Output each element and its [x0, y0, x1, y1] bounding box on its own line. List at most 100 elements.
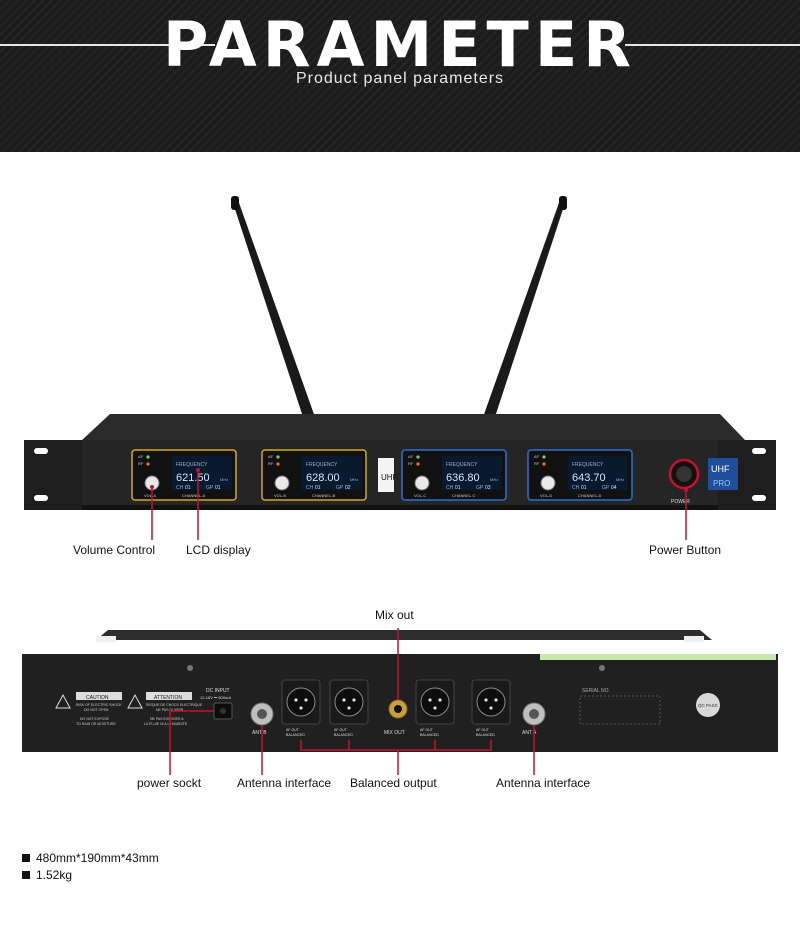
spec-dimensions-text: 480mm*190mm*43mm — [36, 851, 159, 865]
xlr-output-4-icon[interactable] — [476, 687, 506, 717]
rf-led-icon — [146, 462, 150, 466]
label-antenna-interface-right: Antenna interface — [496, 776, 591, 790]
bullet-square-icon — [22, 871, 30, 879]
title-rule-right — [625, 44, 800, 46]
gp-value: 04 — [611, 485, 617, 491]
af-label: AF — [268, 454, 274, 459]
ant-a-label: ANT A — [522, 730, 537, 736]
qc-pass-label: QC PASS — [698, 703, 718, 708]
mix-out-port-label: MIX OUT — [384, 730, 405, 736]
spec-weight: 1.52kg — [22, 868, 72, 882]
power-label: POWER — [671, 499, 690, 505]
ch-value: 01 — [185, 485, 191, 491]
warning-triangle-icon — [55, 693, 71, 709]
balanced-label: BALANCED — [420, 733, 439, 737]
gp-label: GP — [336, 485, 344, 491]
gp-value: 02 — [345, 485, 351, 491]
mhz-label: MHz — [490, 477, 498, 482]
af-label: AF — [534, 454, 540, 459]
attention-text-4: LA PLUIE NI A L'HUMIDITE — [144, 722, 188, 726]
antenna-right — [482, 196, 567, 420]
ch-value: 01 — [455, 485, 461, 491]
gp-label: GP — [602, 485, 610, 491]
lcd-freq: 636.80 — [446, 472, 480, 484]
af-out-label: AF OUT — [476, 728, 490, 732]
af-led-icon — [416, 455, 420, 459]
ch-label: CH — [176, 485, 184, 491]
af-led-icon — [276, 455, 280, 459]
dc-input-label: DC INPUT — [206, 688, 230, 694]
badge-bottom: PRO — [713, 479, 730, 488]
channel-module-a: FREQUENCY 621.50 MHz CH 01 GP 01 CHANNEL… — [131, 449, 237, 501]
channel-name: CHANNEL-C — [452, 493, 475, 498]
mhz-label: MHz — [220, 477, 228, 482]
rear-callout-leaders — [169, 628, 535, 775]
uhf-pro-badge — [708, 458, 738, 490]
caution-text-3: DO NOT EXPOSE — [80, 717, 110, 721]
af-led-icon — [542, 455, 546, 459]
label-lcd-display: LCD display — [186, 543, 251, 557]
brand-plate — [378, 458, 394, 492]
vol-label: VOL-C — [414, 493, 426, 498]
balanced-label: BALANCED — [476, 733, 495, 737]
vol-label: VOL-B — [274, 493, 286, 498]
gp-value: 01 — [215, 485, 221, 491]
af-out-label: AF OUT — [420, 728, 434, 732]
gp-label: GP — [206, 485, 214, 491]
caution-text-2: DO NOT OPEN — [84, 708, 109, 712]
freq-label: FREQUENCY — [306, 462, 338, 468]
freq-label: FREQUENCY — [446, 462, 478, 468]
af-out-label: AF OUT — [286, 728, 300, 732]
mhz-label: MHz — [350, 477, 358, 482]
front-callout-leaders — [151, 470, 687, 540]
volume-knob-icon[interactable] — [540, 475, 556, 491]
chassis-top — [82, 414, 745, 440]
label-volume-control: Volume Control — [73, 543, 156, 557]
front-panel-illustration: FREQUENCY 621.50 MHz CH 01 GP 01 CHANNEL… — [24, 196, 776, 540]
antenna-left — [231, 196, 316, 420]
serial-label: SERIAL NO. — [582, 688, 610, 694]
vol-label: VOL-A — [144, 493, 156, 498]
volume-knob-icon[interactable] — [274, 475, 290, 491]
attention-label: ATTENTION RISQUE DE CHOCS ELECTRIQUE NE … — [127, 692, 203, 726]
mhz-label: MHz — [616, 477, 624, 482]
xlr-output-1-icon[interactable] — [286, 687, 316, 717]
ch-value: 01 — [581, 485, 587, 491]
channel-name: CHANNEL-D — [578, 493, 601, 498]
badge-top: UHF — [711, 464, 730, 474]
attention-title: ATTENTION — [154, 695, 182, 701]
title-rule-left — [0, 44, 215, 46]
rf-led-icon — [276, 462, 280, 466]
rf-label: RF — [268, 461, 274, 466]
xlr-output-3-icon[interactable] — [420, 687, 450, 717]
bullet-square-icon — [22, 854, 30, 862]
lcd-freq: 628.00 — [306, 472, 340, 484]
label-antenna-interface-left: Antenna interface — [237, 776, 332, 790]
rf-led-icon — [542, 462, 546, 466]
balanced-label: BALANCED — [286, 733, 305, 737]
page-subtitle: Product panel parameters — [295, 70, 505, 87]
rf-label: RF — [138, 461, 144, 466]
channel-name: CHANNEL-B — [312, 493, 335, 498]
xlr-output-2-icon[interactable] — [334, 687, 364, 717]
rear-panel-illustration: CAUTION RISK OF ELECTRIC SHOCK DO NOT OP… — [22, 628, 778, 775]
ant-b-label: ANT B — [252, 730, 267, 736]
warning-triangle-icon — [127, 693, 143, 709]
header-banner: PARAMETER Product panel parameters — [0, 0, 800, 152]
label-mix-out: Mix out — [375, 608, 414, 622]
dc-spec-label: 12-18V ⎓ 500mA — [200, 695, 231, 700]
gp-label: GP — [476, 485, 484, 491]
label-power-sockt: power sockt — [137, 776, 202, 790]
qc-pass-sticker — [696, 693, 720, 717]
vol-label: VOL-D — [540, 493, 552, 498]
caution-text-1: RISK OF ELECTRIC SHOCK — [76, 703, 122, 707]
freq-label: FREQUENCY — [572, 462, 604, 468]
ch-label: CH — [572, 485, 580, 491]
balanced-label: BALANCED — [334, 733, 353, 737]
channel-name: CHANNEL-A — [182, 493, 205, 498]
af-led-icon — [146, 455, 150, 459]
page-title: PARAMETER — [163, 8, 637, 81]
volume-knob-icon[interactable] — [414, 475, 430, 491]
rf-label: RF — [534, 461, 540, 466]
lcd-freq: 643.70 — [572, 472, 606, 484]
